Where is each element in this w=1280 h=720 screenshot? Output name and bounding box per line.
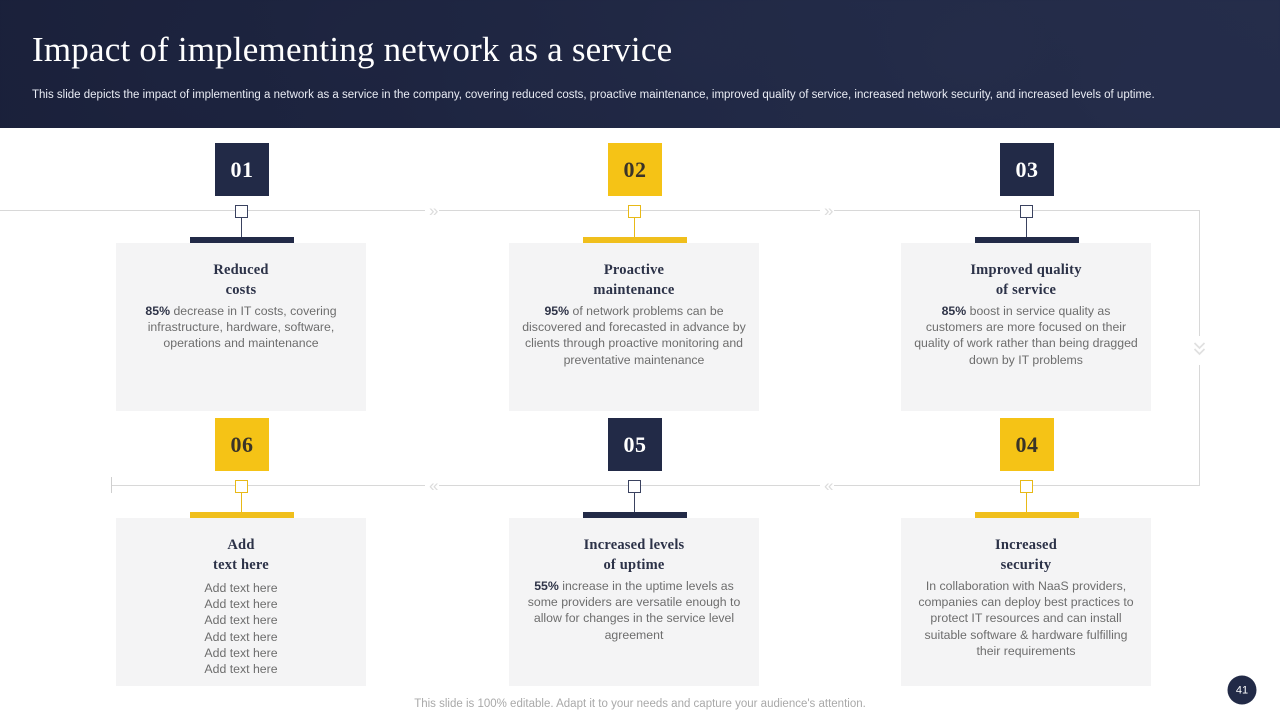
node-badge-06[interactable]: 06 <box>215 418 269 471</box>
node-card-02[interactable]: Proactive maintenance 95% of network pro… <box>509 243 759 411</box>
node-body-text-02: of network problems can be discovered an… <box>522 304 746 367</box>
node-body-text-05: increase in the uptime levels as some pr… <box>527 579 741 642</box>
node-card-title-line2-04: security <box>1000 557 1052 573</box>
node-knob-01 <box>235 205 248 218</box>
node-card-title-line2-01: costs <box>225 282 257 298</box>
node-card-title-03: Improved quality of service <box>901 243 1151 300</box>
header-overlay-tint <box>0 0 1280 128</box>
editable-footnote: This slide is 100% editable. Adapt it to… <box>414 698 866 710</box>
node-card-title-line2-02: maintenance <box>593 282 675 298</box>
bottom-rail <box>111 485 1200 486</box>
node-card-title-line1-05: Increased levels <box>583 537 685 553</box>
bottom-rail-end-cap <box>111 477 112 493</box>
node-card-title-line1-04: Increased <box>995 537 1057 553</box>
node-stem-03 <box>1025 218 1028 242</box>
node-knob-06 <box>235 480 248 493</box>
slide-header: Impact of implementing network as a serv… <box>0 0 1280 128</box>
node-card-title-line2-06: text here <box>213 557 269 573</box>
node-card-body-04: In collaboration with NaaS providers, co… <box>901 575 1151 659</box>
node-knob-04 <box>1020 480 1033 493</box>
forward-chevron-2: » <box>820 202 835 219</box>
node-card-05[interactable]: Increased levels of uptime 55% increase … <box>509 518 759 686</box>
node-card-title-line1-01: Reduced <box>213 262 269 278</box>
down-chevron-glyph <box>1193 342 1206 356</box>
page-subtitle: This slide depicts the impact of impleme… <box>32 89 1155 101</box>
placeholder-line: Add text here <box>204 629 278 644</box>
node-badge-05[interactable]: 05 <box>608 418 662 471</box>
node-card-body-05: 55% increase in the uptime levels as som… <box>509 575 759 643</box>
node-stem-04 <box>1025 493 1028 517</box>
node-accent-bar-05 <box>583 512 687 518</box>
node-body-text-03: boost in service quality as customers ar… <box>914 304 1138 367</box>
node-stat-02: 95% <box>544 304 570 318</box>
node-card-title-02: Proactive maintenance <box>509 243 759 300</box>
down-chevron <box>1192 336 1207 365</box>
node-stem-02 <box>633 218 636 242</box>
node-card-body-01: 85% decrease in IT costs, covering infra… <box>116 300 366 352</box>
node-badge-04[interactable]: 04 <box>1000 418 1054 471</box>
node-accent-bar-02 <box>583 237 687 243</box>
forward-chevron-1: » <box>425 202 440 219</box>
node-knob-03 <box>1020 205 1033 218</box>
node-card-title-05: Increased levels of uptime <box>509 518 759 575</box>
node-card-title-04: Increased security <box>901 518 1151 575</box>
placeholder-line: Add text here <box>204 597 278 612</box>
node-card-title-line2-05: of uptime <box>603 557 665 573</box>
node-badge-03[interactable]: 03 <box>1000 143 1054 196</box>
node-body-text-01: decrease in IT costs, covering infrastru… <box>147 304 337 351</box>
node-card-title-line1-02: Proactive <box>603 262 665 278</box>
node-stat-01: 85% <box>145 304 171 318</box>
node-body-text-04: In collaboration with NaaS providers, co… <box>918 579 1134 658</box>
placeholder-line: Add text here <box>204 581 278 595</box>
node-card-body-02: 95% of network problems can be discovere… <box>509 300 759 368</box>
node-card-title-line1-03: Improved quality <box>970 262 1082 278</box>
page-number-badge: 41 <box>1227 675 1257 705</box>
node-accent-bar-03 <box>975 237 1079 243</box>
node-card-body-03: 85% boost in service quality as customer… <box>901 300 1151 368</box>
placeholder-line: Add text here <box>204 645 278 660</box>
node-stem-06 <box>240 493 243 517</box>
node-accent-bar-04 <box>975 512 1079 518</box>
node-accent-bar-06 <box>190 512 294 518</box>
node-stat-03: 85% <box>941 304 967 318</box>
node-card-title-line1-06: Add <box>227 537 255 553</box>
node-card-04[interactable]: Increased security In collaboration with… <box>901 518 1151 686</box>
node-card-placeholder-list-06: Add text here Add text here Add text her… <box>116 575 366 677</box>
diagram-canvas: » » « « 01 Reduced costs 85% decrease in… <box>0 128 1280 720</box>
node-card-01[interactable]: Reduced costs 85% decrease in IT costs, … <box>116 243 366 411</box>
placeholder-line: Add text here <box>204 662 278 677</box>
page-title: Impact of implementing network as a serv… <box>32 30 673 69</box>
node-card-title-06: Add text here <box>116 518 366 575</box>
node-stat-05: 55% <box>534 579 559 593</box>
node-stem-05 <box>633 493 636 517</box>
top-rail-left <box>0 210 1200 211</box>
node-card-03[interactable]: Improved quality of service 85% boost in… <box>901 243 1151 411</box>
node-card-title-01: Reduced costs <box>116 243 366 300</box>
node-knob-02 <box>628 205 641 218</box>
node-accent-bar-01 <box>190 237 294 243</box>
node-stem-01 <box>240 218 243 242</box>
node-badge-02[interactable]: 02 <box>608 143 662 196</box>
node-card-title-line2-03: of service <box>995 282 1057 298</box>
node-knob-05 <box>628 480 641 493</box>
node-badge-01[interactable]: 01 <box>215 143 269 196</box>
placeholder-line: Add text here <box>204 613 278 628</box>
backward-chevron-1: « <box>425 477 440 494</box>
node-card-06[interactable]: Add text here Add text here Add text her… <box>116 518 366 686</box>
backward-chevron-2: « <box>820 477 835 494</box>
